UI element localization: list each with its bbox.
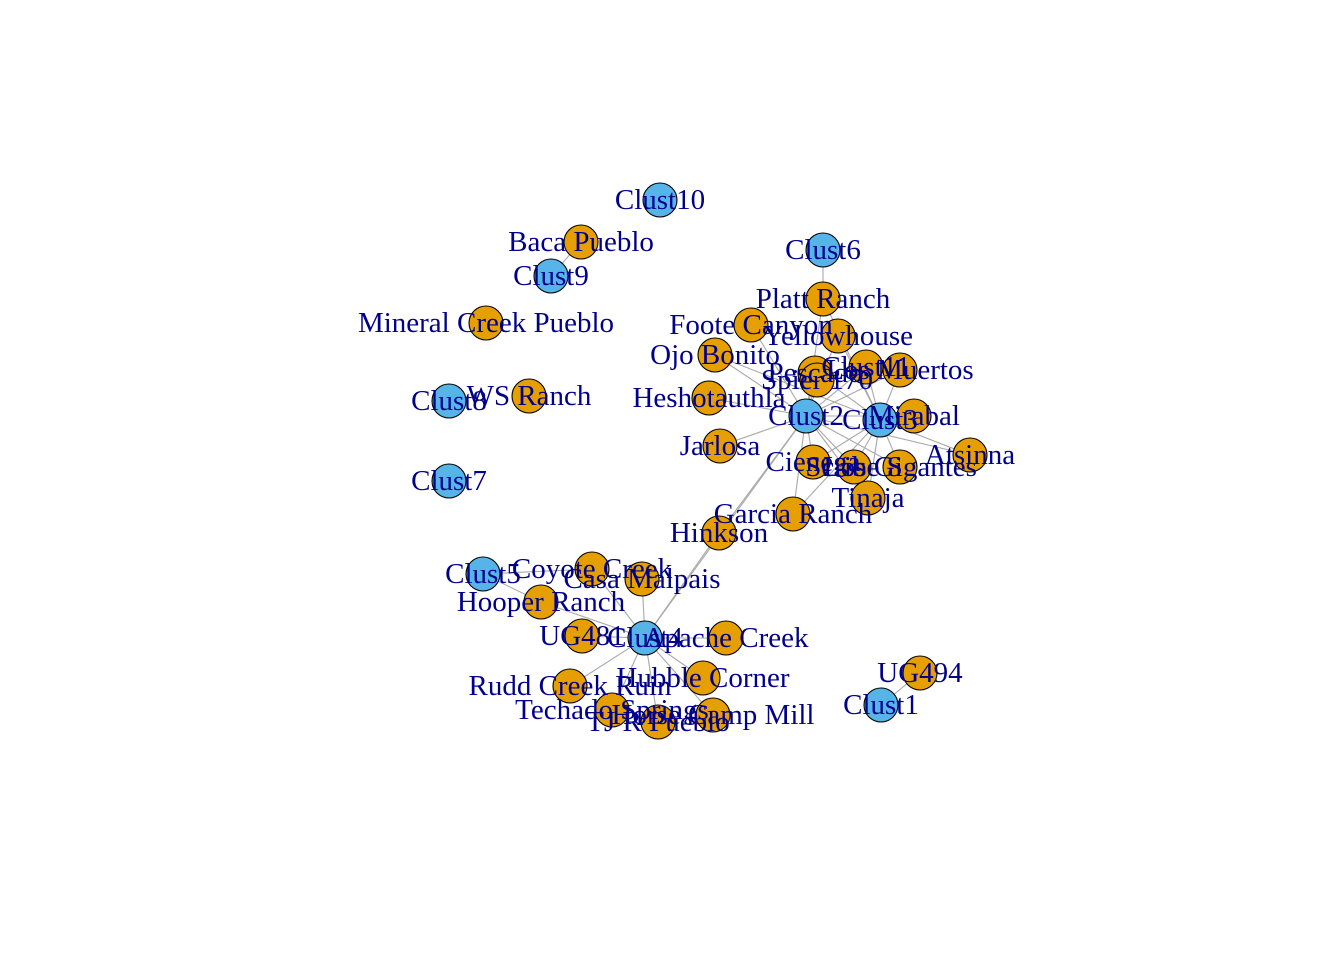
node-HorseCampMill <box>695 697 731 733</box>
node-GarciaRanch <box>775 496 811 532</box>
node-label-Pescado: Pescado <box>767 357 862 389</box>
node-label-Clust1: Clust1 <box>843 689 919 721</box>
node-label-CasaMalpais: Casa Malpais <box>563 563 720 595</box>
node-Scribe <box>836 449 872 485</box>
node-TJRPueblo <box>640 704 676 740</box>
node-label-Heshotauthla: Heshotauthla <box>632 382 785 414</box>
node-Cienega <box>795 444 831 480</box>
node-CasaMalpais <box>624 561 660 597</box>
node-label-HubbleCorner: Hubble Corner <box>616 662 789 694</box>
node-Clust7 <box>431 463 467 499</box>
edge-Clust2-LosGigantes <box>805 415 901 468</box>
node-label-HorseCampMill: Horse Camp Mill <box>612 699 815 731</box>
node-LosGigantes <box>882 449 918 485</box>
node-HubbleCorner <box>685 660 721 696</box>
node-label-Clust9: Clust9 <box>513 260 589 292</box>
node-LosMuertos <box>882 352 918 388</box>
edge-Clust3-OjoBonito <box>714 354 881 421</box>
node-Clust4 <box>627 620 663 656</box>
node-Clust1 <box>863 687 899 723</box>
edge-Clust2-FooteCanyon <box>750 324 807 417</box>
node-label-RuddCreekRuin: Rudd Creek Ruin <box>469 670 672 702</box>
node-label-Tinaja: Tinaja <box>831 482 904 514</box>
node-label-Clust10: Clust10 <box>615 184 705 216</box>
node-label-Scribe: Scribe S <box>805 451 902 483</box>
node-CoyoteCreek <box>574 551 610 587</box>
node-label-Clust3: Clust3 <box>842 404 918 436</box>
node-PlattRanch <box>805 281 841 317</box>
node-label-Clust5: Clust5 <box>445 558 521 590</box>
node-label-CoyoteCreek: Coyote Creek <box>512 553 673 585</box>
node-label-Yellowhouse: Yellowhouse <box>763 320 913 352</box>
edge-Clust4-HooperRanch <box>540 601 646 639</box>
node-label-ApacheCreek: Apache Creek <box>643 622 809 654</box>
node-label-Jarlosa: Jarlosa <box>680 430 761 462</box>
node-label-Cienega: Cienega <box>765 446 860 478</box>
node-HooperRanch <box>523 584 559 620</box>
node-FooteCanyon <box>733 307 769 343</box>
node-Atsinna <box>952 437 988 473</box>
node-label-Clust11: Clust11 <box>821 351 910 383</box>
node-label-MineralCreekPueblo: Mineral Creek Pueblo <box>358 307 614 339</box>
node-label-LosGigantes: Los Gigantes <box>823 451 977 483</box>
node-UG494 <box>902 655 938 691</box>
node-label-Mirabal: Mirabal <box>868 400 960 432</box>
node-UG481 <box>564 618 600 654</box>
node-layer <box>431 182 988 740</box>
node-label-GarciaRanch: Garcia Ranch <box>714 498 873 530</box>
node-label-LosMuertos: Los Muertos <box>826 354 973 386</box>
edge-Clust4-Hinkson <box>644 532 720 639</box>
edge-Clust5-CoyoteCreek <box>482 568 593 575</box>
node-label-HooperRanch: Hooper Ranch <box>457 586 626 618</box>
node-label-OjoBonito: Ojo Bonito <box>650 339 780 371</box>
node-Clust5 <box>465 556 501 592</box>
node-label-UG494: UG494 <box>877 657 963 689</box>
node-label-Spier170: Spier 170 <box>761 364 873 396</box>
node-label-UG481: UG481 <box>539 620 624 652</box>
node-label-TJRPueblo: TJ R Pueblo <box>586 706 729 738</box>
node-label-WSRanch: WS Ranch <box>467 380 592 412</box>
node-Spier170 <box>799 362 835 398</box>
node-WSRanch <box>511 378 547 414</box>
node-Mirabal <box>896 398 932 434</box>
node-label-FooteCanyon: Foote Canyon <box>669 309 833 341</box>
node-OjoBonito <box>697 337 733 373</box>
node-label-TechadoSprings: Techado Springs <box>515 694 709 726</box>
edge-Clust2-OjoBonito <box>714 354 807 417</box>
node-label-Clust2: Clust2 <box>768 400 844 432</box>
node-label-Clust6: Clust6 <box>785 234 861 266</box>
node-label-BacaPueblo: Baca Pueblo <box>508 226 654 258</box>
node-Clust10 <box>642 182 678 218</box>
node-TechadoSprings <box>594 692 630 728</box>
node-ApacheCreek <box>708 620 744 656</box>
node-Jarlosa <box>702 428 738 464</box>
node-label-Atsinna: Atsinna <box>925 439 1015 471</box>
node-Yellowhouse <box>820 318 856 354</box>
node-RuddCreekRuin <box>552 668 588 704</box>
node-Clust2 <box>788 398 824 434</box>
node-Heshotauthla <box>691 380 727 416</box>
node-Hinkson <box>701 515 737 551</box>
node-label-PlattRanch: Platt Ranch <box>756 283 891 315</box>
node-label-Clust4: Clust4 <box>607 622 683 654</box>
node-Tinaja <box>850 480 886 516</box>
node-MineralCreekPueblo <box>468 305 504 341</box>
node-BacaPueblo <box>563 224 599 260</box>
node-label-Hinkson: Hinkson <box>670 517 769 549</box>
node-Clust8 <box>431 383 467 419</box>
node-label-Clust8: Clust8 <box>411 385 487 417</box>
node-label-Clust7: Clust7 <box>411 465 487 497</box>
node-Clust9 <box>533 258 569 294</box>
node-Clust6 <box>805 232 841 268</box>
